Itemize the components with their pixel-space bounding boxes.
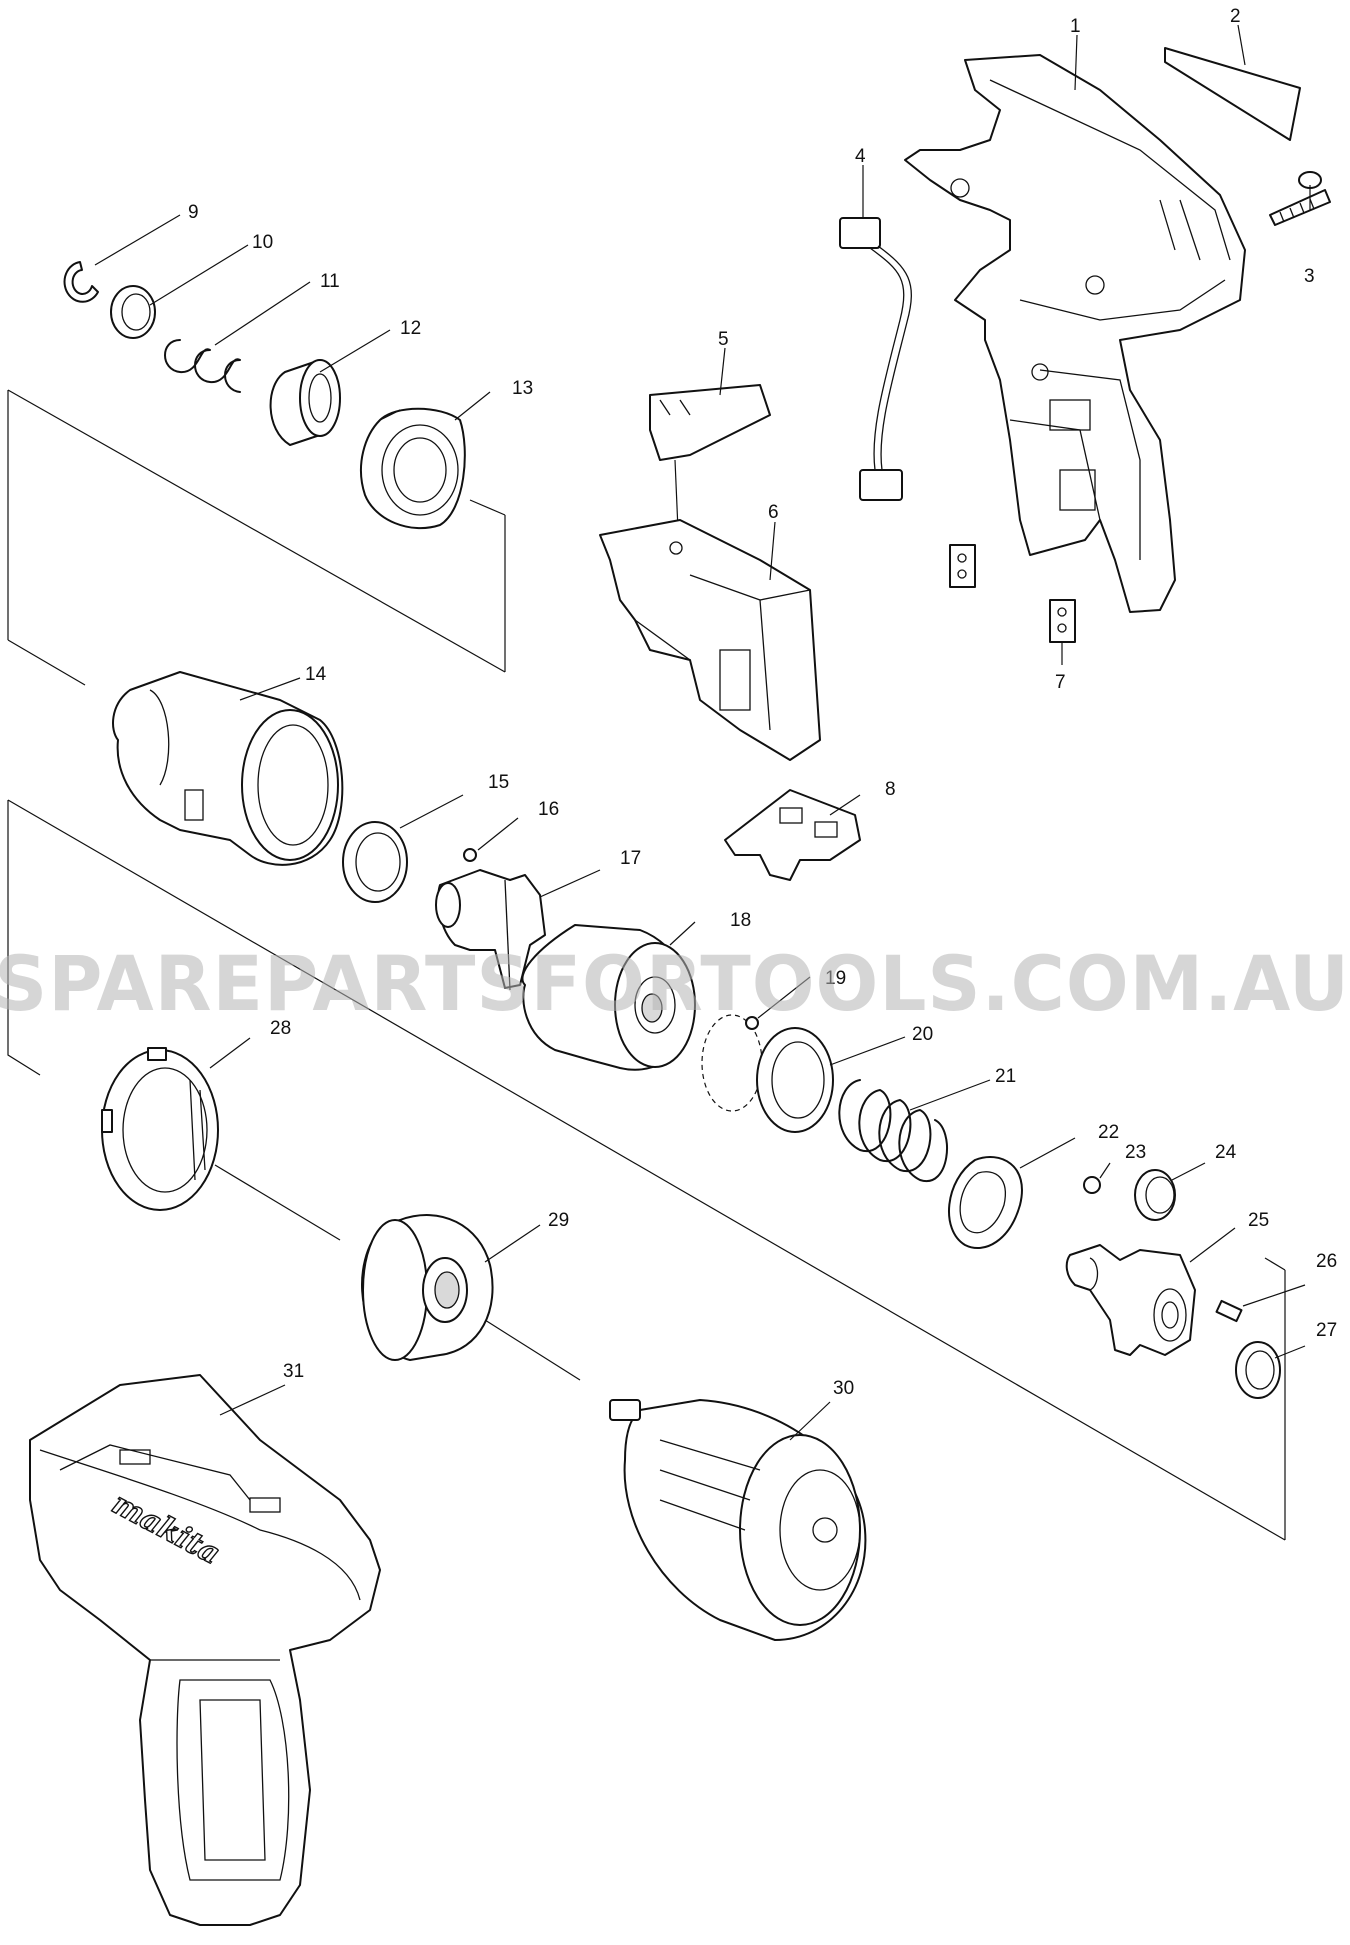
washer-part-15	[342, 821, 408, 903]
nameplate-part-2	[1164, 47, 1301, 141]
watermark-text: SPAREPARTSFORTOOLS.COM.AU	[0, 939, 1350, 1028]
callout-24: 24	[1215, 1142, 1237, 1163]
callout-20: 20	[912, 1024, 933, 1045]
assembly-frame	[7, 389, 1286, 1541]
steel-ball-part-23	[1083, 1176, 1101, 1194]
callout-2: 2	[1230, 6, 1241, 27]
callout-18: 18	[730, 910, 751, 931]
spindle-part-25	[1065, 1244, 1196, 1356]
callout-10: 10	[252, 232, 273, 253]
switch-lever-part-5	[649, 384, 771, 531]
callout-5: 5	[718, 329, 729, 350]
callout-14: 14	[305, 664, 327, 685]
callout-11: 11	[320, 271, 340, 292]
callout-19: 19	[825, 968, 846, 989]
callout-15: 15	[488, 772, 509, 793]
callout-13: 13	[512, 378, 533, 399]
hammer-case-part-14	[112, 671, 344, 866]
callout-4: 4	[855, 146, 866, 167]
ring-gear-part-28	[101, 1047, 219, 1211]
ring-part-27	[1235, 1341, 1281, 1399]
callout-23: 23	[1125, 1142, 1146, 1163]
flat-washer-part-10	[110, 285, 156, 339]
washer-part-20	[756, 1027, 834, 1133]
housing-set-part-1	[904, 54, 1246, 613]
callout-labels: 1 2 3 4 5 6 7 8 9 10 11 12 13 14 15 16 1…	[188, 6, 1337, 1399]
lead-wire-part-4	[839, 217, 912, 501]
bearing-retainer-part-29	[361, 1214, 494, 1361]
callout-31: 31	[283, 1361, 304, 1382]
steel-ball-part-19	[701, 1014, 763, 1112]
spring-part-11	[164, 339, 241, 393]
hammer-part-18	[521, 924, 696, 1071]
steel-ball-part-16	[463, 848, 477, 862]
switch-part-6	[599, 519, 821, 761]
anvil-part-17	[435, 869, 546, 991]
dc-motor-part-30	[609, 1399, 867, 1641]
spring-part-21	[838, 1079, 948, 1183]
sleeve-part-12	[269, 359, 341, 446]
callout-21: 21	[995, 1066, 1016, 1087]
callout-12: 12	[400, 318, 421, 339]
ring-part-22	[948, 1156, 1023, 1250]
callout-25: 25	[1248, 1210, 1269, 1231]
callout-28: 28	[270, 1018, 291, 1039]
callout-3: 3	[1304, 266, 1315, 287]
callout-16: 16	[538, 799, 559, 820]
terminal-part-8	[724, 789, 861, 881]
callout-9: 9	[188, 202, 199, 223]
callout-1: 1	[1070, 16, 1081, 37]
callout-29: 29	[548, 1210, 569, 1231]
cap-part-13	[359, 407, 466, 530]
ring-part-9	[63, 261, 99, 303]
callout-26: 26	[1316, 1251, 1337, 1272]
callout-27: 27	[1316, 1320, 1337, 1341]
callout-30: 30	[833, 1378, 854, 1399]
callout-7: 7	[1055, 672, 1066, 693]
housing-part-31: makita	[29, 1374, 381, 1926]
pin-part-26	[1215, 1299, 1243, 1323]
callout-17: 17	[620, 848, 641, 869]
switch-plate-part-7	[949, 544, 1076, 643]
callout-22: 22	[1098, 1122, 1119, 1143]
tapping-screw-part-3	[1269, 171, 1331, 226]
callout-6: 6	[768, 502, 779, 523]
gear-part-24	[1134, 1169, 1176, 1221]
leader-lines	[94, 24, 1311, 1441]
callout-8: 8	[885, 779, 896, 800]
